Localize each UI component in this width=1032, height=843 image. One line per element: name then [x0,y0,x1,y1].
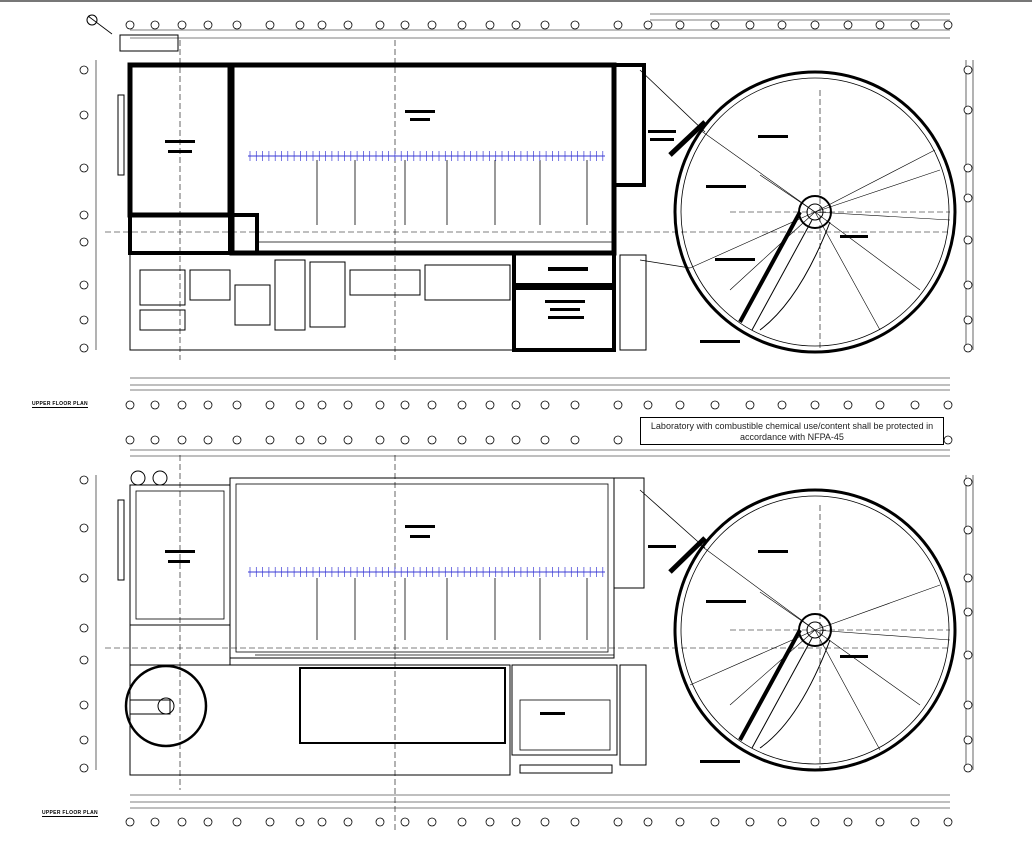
plan-title-bottom: UPPER FLOOR PLAN [42,810,98,817]
plan-bottom [95,449,974,830]
plan-top [95,13,974,391]
window-top-edge [0,0,1032,2]
diffusers-top [248,151,605,161]
nfpa-note-line-1: Laboratory with combustible chemical use… [650,421,934,431]
grid-bubble-rows [79,20,973,827]
north-arrow-icon [86,14,113,35]
clarifier-top [673,70,957,354]
plan-title-top: UPPER FLOOR PLAN [32,401,88,408]
tank-lower-left [124,664,208,748]
nfpa-note: Laboratory with combustible chemical use… [640,417,944,445]
nfpa-note-line-2: accordance with NFPA-45 [740,432,844,442]
hall-main [229,62,617,256]
diffusers-bottom [248,567,605,577]
clarifier-bottom [673,488,957,772]
